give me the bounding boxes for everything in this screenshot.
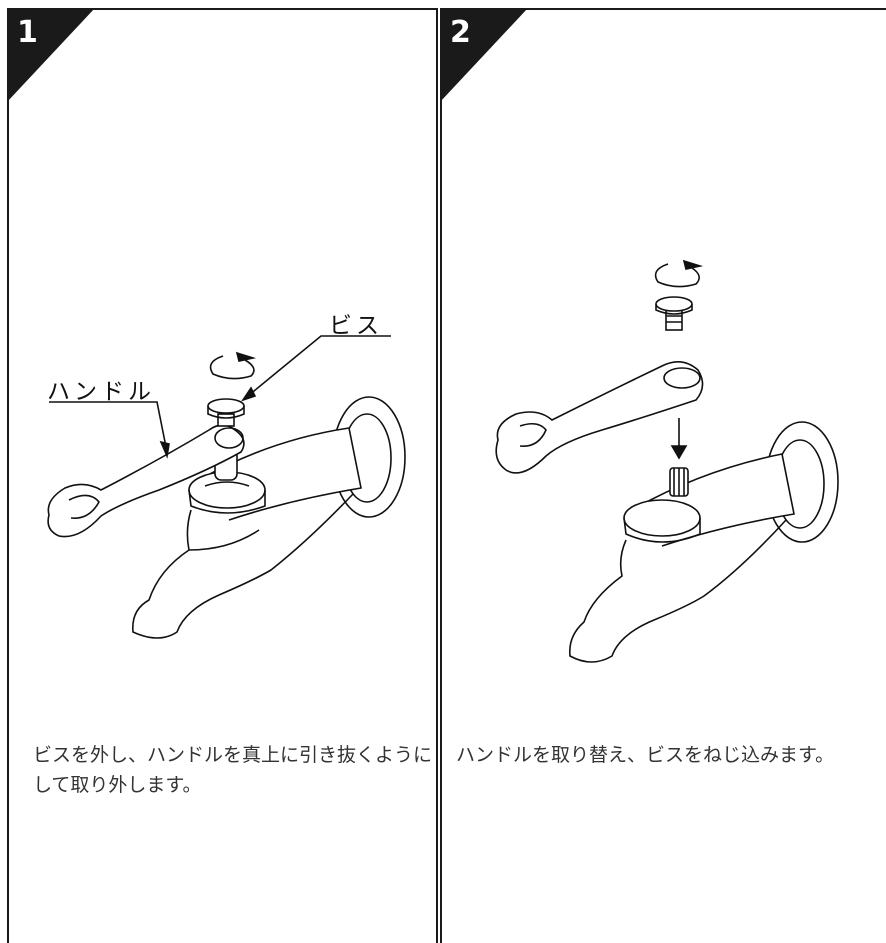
step-2-illustration xyxy=(495,259,839,663)
step-1-badge xyxy=(7,8,95,102)
step-2-badge xyxy=(440,8,528,102)
screw-label: ビス xyxy=(329,313,383,339)
step-2-caption: ハンドルを取り替え、ビスをねじ込みます。 xyxy=(456,744,835,766)
step-1-caption: ビスを外し、ハンドルを真上に引き抜くようにして取り外します。 xyxy=(33,744,433,796)
step-1-panel: 1 xyxy=(7,8,438,943)
step-2-panel: 2 xyxy=(440,8,886,943)
step-1-number: 1 xyxy=(17,15,38,50)
step-2-number: 2 xyxy=(450,15,471,50)
step-1-illustration xyxy=(47,335,406,639)
handle-label: ハンドル xyxy=(47,379,155,405)
